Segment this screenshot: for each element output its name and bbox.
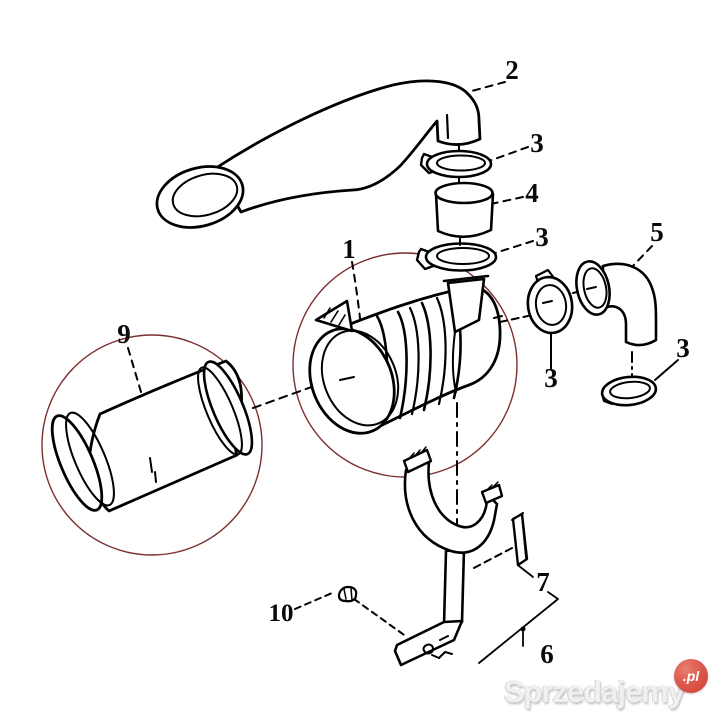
callout-5-elbow: 5 [650,217,664,247]
connector-sleeve [434,181,495,239]
housing-rib-4 [435,296,447,406]
foot-stud [439,635,449,641]
housing-inlet-flare [442,274,490,283]
filter-housing [308,274,503,435]
callout-3-clamp-elbow: 3 [676,333,690,363]
strap-top-edge [511,512,524,521]
housing-outlet-tick [493,315,503,319]
callout-10-bolt: 10 [269,600,294,627]
hose-outlet-inner-line [445,113,450,140]
leader-3-inlet [491,240,534,255]
hose-body [214,79,482,214]
elbow-body [600,262,658,347]
bracket-cradle [403,460,499,554]
mounting-bolt [337,585,358,603]
bracket-foot [393,619,464,667]
callout-1-filter-housing: 1 [342,234,356,264]
outlet-elbow [575,260,658,347]
callout-2-intake-hose: 2 [505,55,519,85]
intake-hose [155,79,482,229]
axis-housing-to-clamp [499,315,529,323]
leader-9 [127,347,142,393]
filter-end-inner [197,366,243,456]
hose-mouth-inner [171,172,239,218]
callout-7-strap: 7 [536,567,550,597]
axis-filter-to-housing [252,383,321,409]
leader-5 [630,245,653,269]
callout-9-filter-element: 9 [117,319,131,349]
axis-strap-to-bracket [469,547,513,571]
elbow-tick [586,286,597,290]
mounting-strap [511,512,529,567]
housing-end-cap-rim [320,329,400,427]
left-lug-hatch [408,446,427,460]
strap-inner-line [521,515,527,559]
leader-3-upper [488,146,529,162]
sleeve-top-rim [434,181,494,205]
callout-labels: 1 2 3 4 3 5 3 3 9 7 6 10 [117,55,690,669]
foot-bolt [422,643,434,655]
housing-inlet-neck [446,277,486,334]
hose-clamp-upper [419,149,493,187]
housing-rib-1 [396,310,408,420]
housing-end-cap [308,327,396,435]
leader-6-dot [520,626,526,632]
leader-10-a [294,592,333,610]
filter-face-rim [65,411,115,507]
leader-lines [127,81,679,664]
cradle-left-lug [402,448,433,474]
mounting-bracket [393,446,504,667]
callout-3-clamp-inlet: 3 [535,222,549,252]
callout-3-clamp-upper: 3 [530,128,544,158]
bolt-facets [343,587,353,601]
callout-6-bracket: 6 [540,639,554,669]
hose-clamp-inlet [415,236,498,272]
leader-10-b [353,598,408,638]
callout-3-clamp-outlet: 3 [544,363,558,393]
bracket-bar [442,547,466,627]
clamp-ring-inner [436,154,486,172]
elbow-flange-inner [582,267,608,309]
foot-scribble [431,651,453,659]
housing-inlet-join [451,331,457,393]
filter-highlight-circle [41,334,263,556]
filter-ticks [149,457,157,483]
housing-cap-tick [339,376,355,381]
clamp-ring-inner [534,284,568,326]
filter-element [50,359,254,513]
outlet-clamp [526,268,574,335]
housing-rib-3 [420,301,432,412]
bolt-head [337,585,358,603]
filter-face-outer [50,414,104,512]
elbow-clamp [600,375,658,407]
clamp-ring-inner [436,247,490,265]
leader-6-line [478,591,559,664]
leader-3-elbow [654,359,679,381]
leader-7 [518,565,534,578]
clamp-ring-outer [600,375,658,407]
leader-2 [467,81,506,93]
clamp-tick [542,300,553,304]
housing-rib-2 [408,306,420,416]
callout-4-connector: 4 [525,178,539,208]
right-lug-hatch [486,481,499,491]
clamp-ring-inner [609,380,651,400]
wing-bolt-hatch [323,307,346,326]
